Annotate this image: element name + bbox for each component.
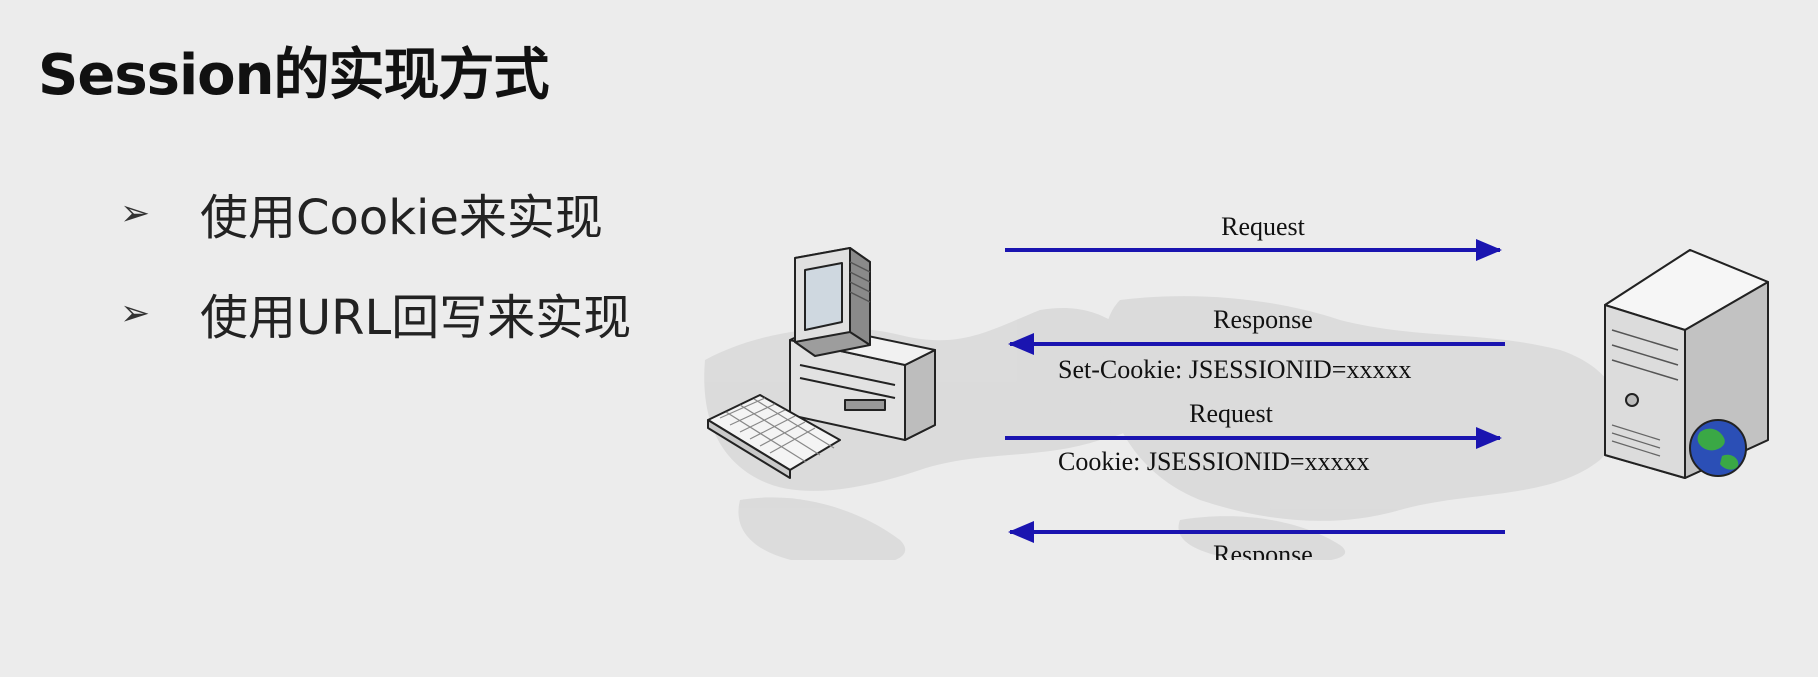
bullet-text: 使用URL回写来实现 xyxy=(200,290,632,346)
slide-title: Session的实现方式 xyxy=(38,43,550,108)
set-cookie-header: Set-Cookie: JSESSIONID=xxxxx xyxy=(1058,355,1411,384)
request-label: Request xyxy=(1189,399,1274,428)
request-label: Request xyxy=(1221,212,1306,241)
message-request-2: Request Cookie: JSESSIONID=xxxxx xyxy=(1005,399,1502,476)
message-response-2: Response xyxy=(1008,521,1505,569)
bullet-text: 使用Cookie来实现 xyxy=(200,190,603,246)
bullet-item-cookie: ➢ 使用Cookie来实现 xyxy=(120,178,603,248)
arrow-bullet-icon: ➢ xyxy=(120,192,151,234)
response-label: Response xyxy=(1213,305,1313,334)
response-label: Response xyxy=(1213,540,1313,569)
arrow-bullet-icon: ➢ xyxy=(120,292,151,334)
message-request-1: Request xyxy=(1005,212,1502,261)
desktop-computer-icon xyxy=(707,247,936,479)
bullet-item-url-rewrite: ➢ 使用URL回写来实现 xyxy=(120,278,631,348)
message-response-1: Response Set-Cookie: JSESSIONID=xxxxx xyxy=(1008,305,1505,384)
cookie-header: Cookie: JSESSIONID=xxxxx xyxy=(1058,447,1370,476)
web-server-icon xyxy=(1604,249,1769,479)
